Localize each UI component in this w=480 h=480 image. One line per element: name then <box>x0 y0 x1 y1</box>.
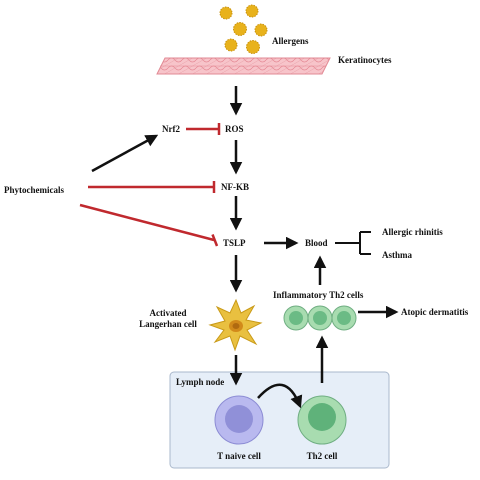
label-phytochemicals: Phytochemicals <box>4 185 64 195</box>
label-activated: Activated <box>150 308 187 318</box>
label-blood: Blood <box>305 238 328 248</box>
inhibition-phytochemicals-nfkb <box>88 181 216 193</box>
label-asthma: Asthma <box>382 250 413 260</box>
arrow-phytochemicals-to-nrf2 <box>91 134 159 173</box>
label-atopic-dermatitis: Atopic dermatitis <box>401 307 469 317</box>
langerhan-cell-icon <box>208 298 263 352</box>
th2-cell-icon <box>297 395 347 445</box>
inhibition-phytochemicals-tslp <box>79 203 219 247</box>
label-nrf2: Nrf2 <box>162 124 180 134</box>
allergen-pollen-icon <box>219 4 268 54</box>
label-nfkb: NF-KB <box>221 182 249 192</box>
keratinocytes-layer-icon <box>156 57 331 75</box>
lymph-node-box <box>169 371 390 469</box>
label-allergens: Allergens <box>272 36 309 46</box>
label-langerhan-cell: Langerhan cell <box>139 319 197 329</box>
label-lymph-node: Lymph node <box>176 377 224 387</box>
arrow-tnaive-to-th2 <box>257 383 303 409</box>
label-allergic-rhinitis: Allergic rhinitis <box>382 227 443 237</box>
label-inflammatory-th2-cells: Inflammatory Th2 cells <box>273 290 364 300</box>
t-naive-cell-icon <box>214 395 264 445</box>
label-t-naive-cell: T naive cell <box>217 451 261 461</box>
blood-outcome-bracket <box>335 231 371 255</box>
label-tslp: TSLP <box>223 238 246 248</box>
inflammatory-th2-cells-icon <box>283 305 357 331</box>
label-ros: ROS <box>225 124 244 134</box>
label-keratinocytes: Keratinocytes <box>338 55 392 65</box>
inhibition-nrf2-ros <box>186 123 221 135</box>
label-th2-cell: Th2 cell <box>307 451 338 461</box>
